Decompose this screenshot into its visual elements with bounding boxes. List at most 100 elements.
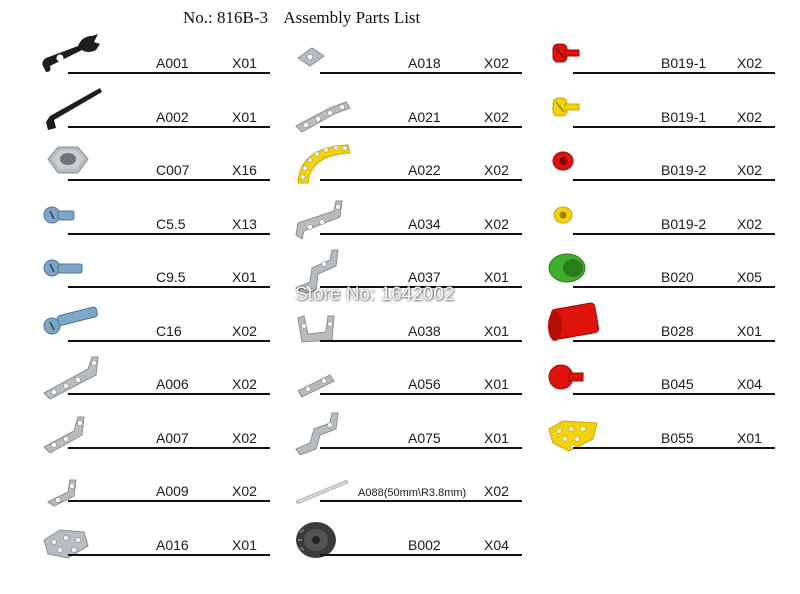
part-row: A006 X02 [38, 349, 270, 403]
part-underline [68, 232, 270, 235]
part-quantity: X01 [232, 536, 257, 553]
part-code: B019-1 [661, 108, 707, 125]
part-underline [320, 553, 522, 556]
part-quantity: X02 [232, 376, 257, 392]
part-quantity: X01 [232, 269, 257, 285]
yellow-nut-icon [543, 189, 609, 241]
part-quantity: X04 [737, 376, 762, 392]
part-code: B019-2 [661, 162, 707, 178]
part-quantity: X01 [232, 55, 257, 71]
part-code: B055 [661, 429, 694, 446]
part-code: A056 [408, 376, 441, 392]
part-underline [573, 72, 775, 74]
part-quantity: X02 [232, 429, 257, 446]
part-code: B028 [661, 322, 694, 339]
part-underline [68, 72, 270, 74]
part-row: A075 X01 [290, 403, 522, 457]
part-code: A009 [156, 483, 189, 499]
hex-key-icon [38, 82, 104, 134]
part-quantity: X02 [232, 483, 257, 499]
red-cylinder-icon [543, 296, 609, 348]
part-quantity: X01 [737, 429, 762, 446]
part-underline [573, 339, 775, 342]
part-underline [320, 72, 522, 74]
yellow-plate-icon [543, 403, 609, 455]
curved-strip-icon [290, 135, 356, 187]
part-quantity: X02 [737, 108, 762, 125]
part-row: C007 X16 [38, 135, 270, 189]
part-code: C16 [156, 322, 182, 339]
store-watermark: Store No: 1642002 [295, 284, 455, 305]
part-code: A002 [156, 108, 189, 125]
part-underline [320, 125, 522, 128]
medium-screw-icon [38, 242, 104, 294]
part-underline [320, 232, 522, 235]
part-underline [68, 446, 270, 449]
axle-rod-icon [290, 456, 356, 508]
part-row: A009 X02 [38, 456, 270, 510]
part-quantity: X02 [484, 108, 509, 125]
page-title: No.: 816B-3 Assembly Parts List [183, 8, 432, 28]
part-underline [68, 286, 270, 288]
z-bracket-icon [290, 242, 356, 295]
part-code: B019-1 [661, 55, 707, 71]
part-underline [573, 179, 775, 181]
part-code: A022 [408, 162, 441, 178]
tire-wheel-icon [290, 510, 356, 562]
part-quantity: X02 [484, 483, 509, 499]
part-row: B055 X01 [543, 403, 775, 457]
part-underline [320, 339, 522, 342]
offset-bracket-icon [290, 403, 356, 456]
part-code: A088(50mm\R3.8mm) [358, 487, 467, 499]
part-code: B019-2 [661, 215, 707, 232]
part-underline [320, 446, 522, 449]
part-underline [573, 125, 775, 128]
part-underline [320, 393, 522, 395]
part-code: A034 [408, 215, 441, 232]
part-code: C007 [156, 162, 190, 178]
l-plate-icon [290, 82, 356, 134]
model-number: No.: 816B-3 [183, 8, 268, 27]
red-knob-icon [543, 349, 609, 401]
part-underline [68, 339, 270, 342]
part-row: B028 X01 [543, 296, 775, 350]
yellow-bolt-icon [543, 82, 609, 134]
part-quantity: X05 [737, 269, 762, 285]
part-code: A007 [156, 429, 189, 446]
pentagon-plate-icon [38, 510, 104, 562]
wrench-icon [38, 28, 104, 80]
double-bracket-icon [290, 189, 356, 241]
part-code: B045 [661, 376, 694, 392]
part-quantity: X16 [232, 162, 257, 178]
angle-strip-short-icon [38, 403, 104, 455]
part-code: A075 [408, 429, 441, 446]
part-quantity: X01 [484, 429, 509, 446]
part-code: A021 [408, 108, 441, 125]
part-code: A006 [156, 376, 189, 392]
green-spacer-icon [543, 242, 609, 294]
part-row: A021 X02 [290, 82, 522, 136]
part-underline [68, 393, 270, 395]
hex-nut-icon [38, 135, 104, 187]
part-underline [320, 286, 522, 288]
part-quantity: X01 [737, 322, 762, 339]
angle-strip-icon [38, 349, 104, 401]
part-row: B020 X05 [543, 242, 775, 296]
small-flat-plate-icon [290, 28, 356, 80]
u-bracket-icon [290, 296, 356, 348]
part-row: B019-1 X02 [543, 82, 775, 136]
part-code: B020 [661, 269, 694, 285]
part-quantity: X01 [484, 322, 509, 339]
